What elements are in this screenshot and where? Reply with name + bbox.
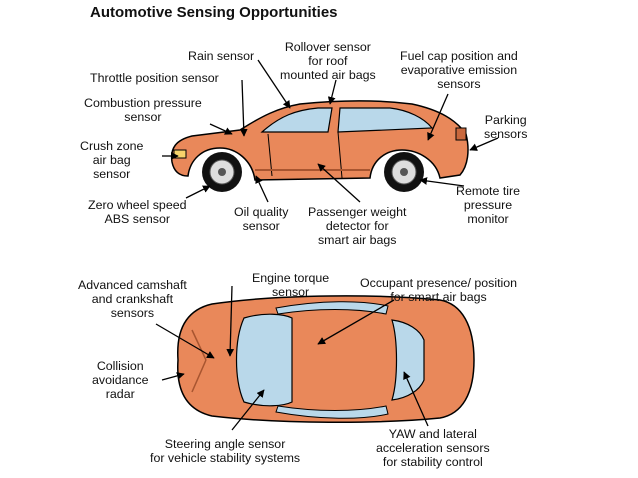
camshaft-arrow	[155, 323, 215, 359]
passenger-weight-arrow	[317, 163, 361, 203]
top-car-hood-line	[191, 329, 207, 361]
side-car-window-front	[260, 107, 333, 133]
steering-arrow	[231, 389, 265, 431]
front-wheel	[202, 152, 242, 192]
throttle-arrow	[239, 79, 248, 137]
yaw-arrow	[403, 371, 429, 427]
rain-arrow	[257, 59, 291, 109]
engine-torque-arrow	[226, 285, 235, 357]
side-car-window-rear	[337, 107, 434, 133]
label-combustion-pressure: Combustion pressure sensor	[84, 96, 202, 124]
oil-quality-arrow	[255, 175, 269, 203]
label-zero-wheel-speed: Zero wheel speed ABS sensor	[88, 198, 187, 226]
label-passenger-weight: Passenger weight detector for smart air …	[308, 205, 407, 247]
zero-wheel-arrow	[185, 185, 211, 199]
rear-wheel	[384, 152, 424, 192]
label-yaw-lateral: YAW and lateral acceleration sensors for…	[376, 427, 490, 469]
side-car-taillight	[455, 127, 467, 141]
label-occupant-presence: Occupant presence/ position for smart ai…	[360, 276, 518, 304]
label-engine-torque: Engine torque sensor	[252, 271, 330, 299]
side-view-arrows	[162, 59, 499, 203]
top-car-side-window-bottom	[275, 405, 389, 419]
label-remote-tire-pressure: Remote tire pressure monitor	[456, 184, 521, 226]
combustion-arrow	[209, 123, 233, 135]
label-crush-zone: Crush zone air bag sensor	[80, 139, 144, 181]
top-car-side-window-top	[275, 301, 389, 315]
top-car-windshield	[235, 313, 293, 407]
occupant-arrow	[317, 299, 395, 345]
label-steering-angle: Steering angle sensor for vehicle stabil…	[150, 437, 301, 465]
collision-arrow	[161, 372, 185, 381]
label-parking-sensors: Parking sensors	[484, 113, 528, 141]
top-car-rear-window	[391, 319, 425, 401]
top-car-hood-line-2	[191, 359, 207, 393]
parking-arrow	[469, 137, 499, 151]
label-camshaft-crankshaft: Advanced camshaft and crankshaft sensors	[78, 278, 187, 320]
top-car-body	[177, 295, 475, 424]
label-oil-quality: Oil quality sensor	[234, 205, 289, 233]
label-rollover-sensor: Rollover sensor for roof mounted air bag…	[280, 40, 376, 82]
label-rain-sensor: Rain sensor	[188, 49, 255, 63]
side-car-headlight	[173, 149, 187, 159]
top-view-arrows	[155, 285, 429, 431]
side-view-car	[170, 100, 469, 192]
rollover-arrow	[327, 79, 337, 105]
label-collision-avoidance: Collision avoidance radar	[92, 359, 149, 401]
label-throttle-position: Throttle position sensor	[90, 71, 219, 85]
fuel-cap-arrow	[427, 93, 449, 141]
remote-tire-arrow	[419, 177, 465, 187]
label-fuel-cap: Fuel cap position and evaporative emissi…	[400, 49, 518, 91]
diagram-title: Automotive Sensing Opportunities	[90, 4, 338, 21]
top-view-car	[177, 295, 475, 424]
